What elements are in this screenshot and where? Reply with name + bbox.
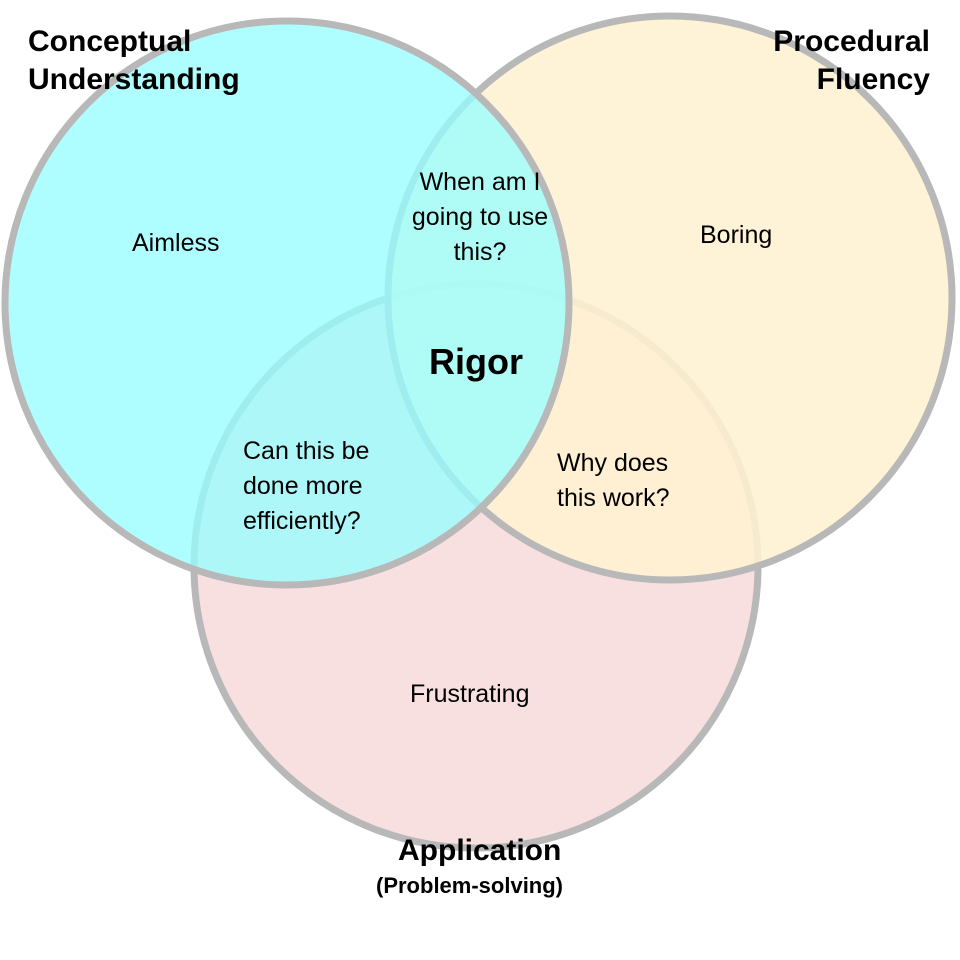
region-center-rigor: Rigor: [429, 341, 523, 382]
region-line: this?: [453, 238, 507, 266]
region-procedural-application: Why does this work?: [557, 446, 670, 516]
title-line: Fluency: [816, 63, 930, 96]
region-application-only: Frustrating: [410, 680, 530, 708]
region-line: When am I: [419, 168, 541, 196]
region-conceptual-application: Can this be done more efficiently?: [243, 434, 369, 539]
procedural-fluency-title: Procedural Fluency: [773, 23, 930, 99]
region-line: going to use: [411, 203, 549, 231]
region-line: done more: [243, 472, 363, 500]
conceptual-understanding-title: Conceptual Understanding: [28, 23, 240, 99]
region-conceptual-procedural: When am I going to use this?: [380, 165, 580, 270]
application-subtitle: (Problem-solving): [376, 873, 564, 898]
application-title: Application: [398, 834, 562, 867]
title-line: Procedural: [773, 25, 930, 58]
region-line: this work?: [557, 484, 670, 512]
region-line: efficiently?: [243, 507, 361, 535]
region-line: Can this be: [243, 437, 370, 465]
region-procedural-only: Boring: [700, 221, 773, 249]
conceptual-understanding-circle: [1, 17, 573, 589]
title-line: Conceptual: [28, 25, 192, 58]
region-line: Why does: [557, 449, 669, 477]
region-conceptual-only: Aimless: [132, 229, 220, 257]
title-line: Understanding: [28, 63, 240, 96]
